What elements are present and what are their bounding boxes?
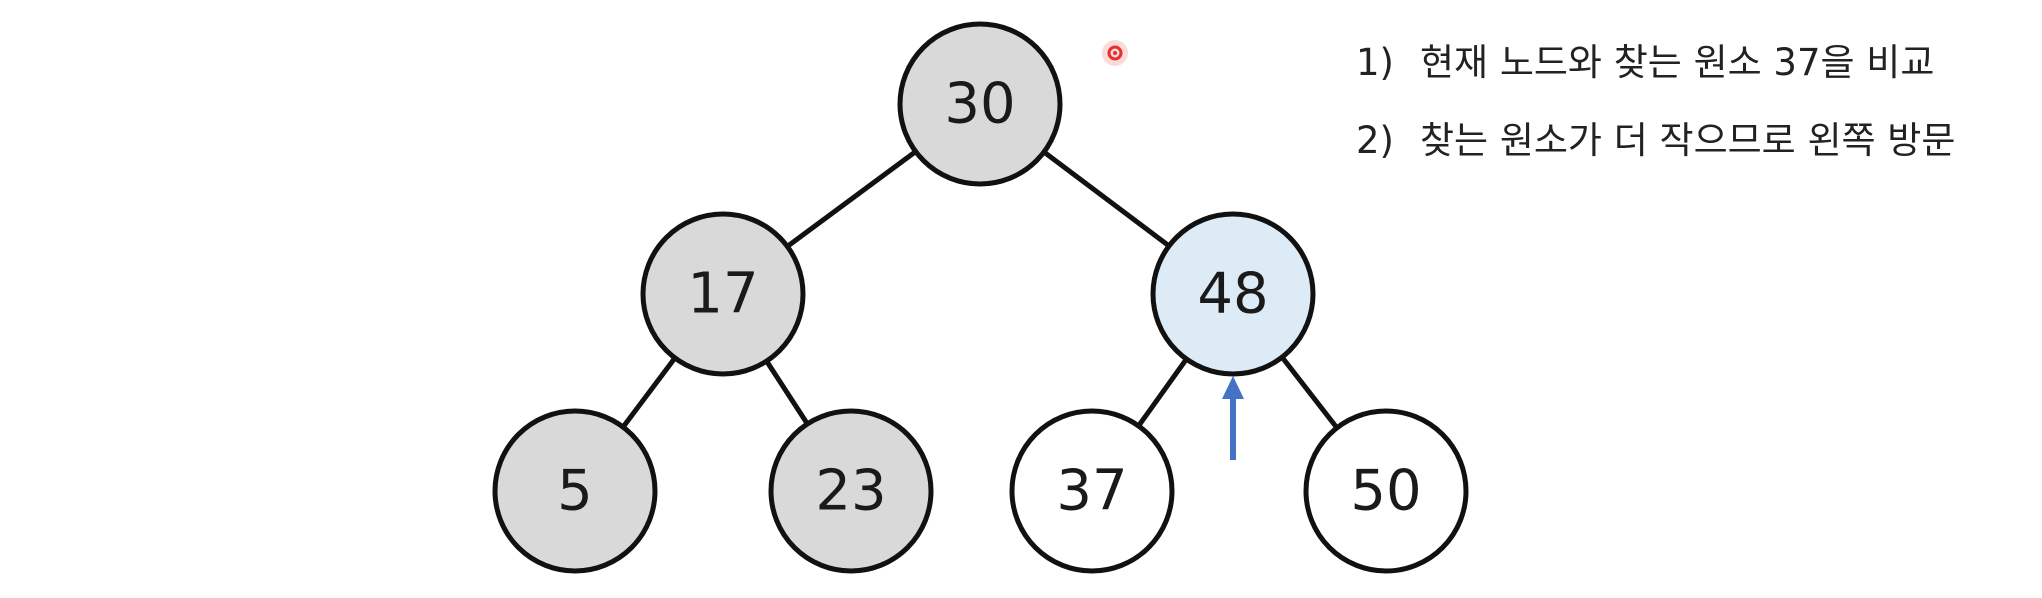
tree-node-23: 23 bbox=[768, 408, 934, 574]
node-label: 17 bbox=[687, 262, 758, 327]
step-1-number: 1) bbox=[1356, 41, 1394, 84]
tree-node-37: 37 bbox=[1009, 408, 1175, 574]
node-label: 23 bbox=[815, 459, 886, 524]
node-circle bbox=[1150, 211, 1316, 377]
node-circle bbox=[492, 408, 658, 574]
tree-node-5: 5 bbox=[492, 408, 658, 574]
node-circle bbox=[640, 211, 806, 377]
step-1: 1) 현재 노드와 찾는 원소 37을 비교 bbox=[1356, 24, 2036, 102]
node-circle bbox=[1009, 408, 1175, 574]
node-circle bbox=[897, 21, 1063, 187]
step-1-text: 현재 노드와 찾는 원소 37을 비교 bbox=[1420, 41, 1935, 84]
tree-node-50: 50 bbox=[1303, 408, 1469, 574]
node-label: 50 bbox=[1350, 459, 1421, 524]
step-2-number: 2) bbox=[1356, 119, 1394, 162]
node-label: 37 bbox=[1056, 459, 1127, 524]
step-2: 2) 찾는 원소가 더 작으므로 왼쪽 방문 bbox=[1356, 102, 2036, 180]
tree-node-48: 48 bbox=[1150, 211, 1316, 377]
up-arrow-icon bbox=[1222, 376, 1244, 460]
node-label: 48 bbox=[1197, 262, 1268, 327]
node-label: 30 bbox=[944, 72, 1015, 137]
tree-node-30: 30 bbox=[897, 21, 1063, 187]
step-description-list: 1) 현재 노드와 찾는 원소 37을 비교 2) 찾는 원소가 더 작으므로 … bbox=[1356, 24, 2036, 180]
step-2-text: 찾는 원소가 더 작으므로 왼쪽 방문 bbox=[1420, 119, 1956, 162]
node-circle bbox=[768, 408, 934, 574]
tree-nodes: 30 17 48 5 23 37 50 bbox=[492, 21, 1469, 574]
laser-pointer-icon bbox=[1102, 40, 1128, 66]
tree-node-17: 17 bbox=[640, 211, 806, 377]
node-circle bbox=[1303, 408, 1469, 574]
node-label: 5 bbox=[557, 459, 593, 524]
